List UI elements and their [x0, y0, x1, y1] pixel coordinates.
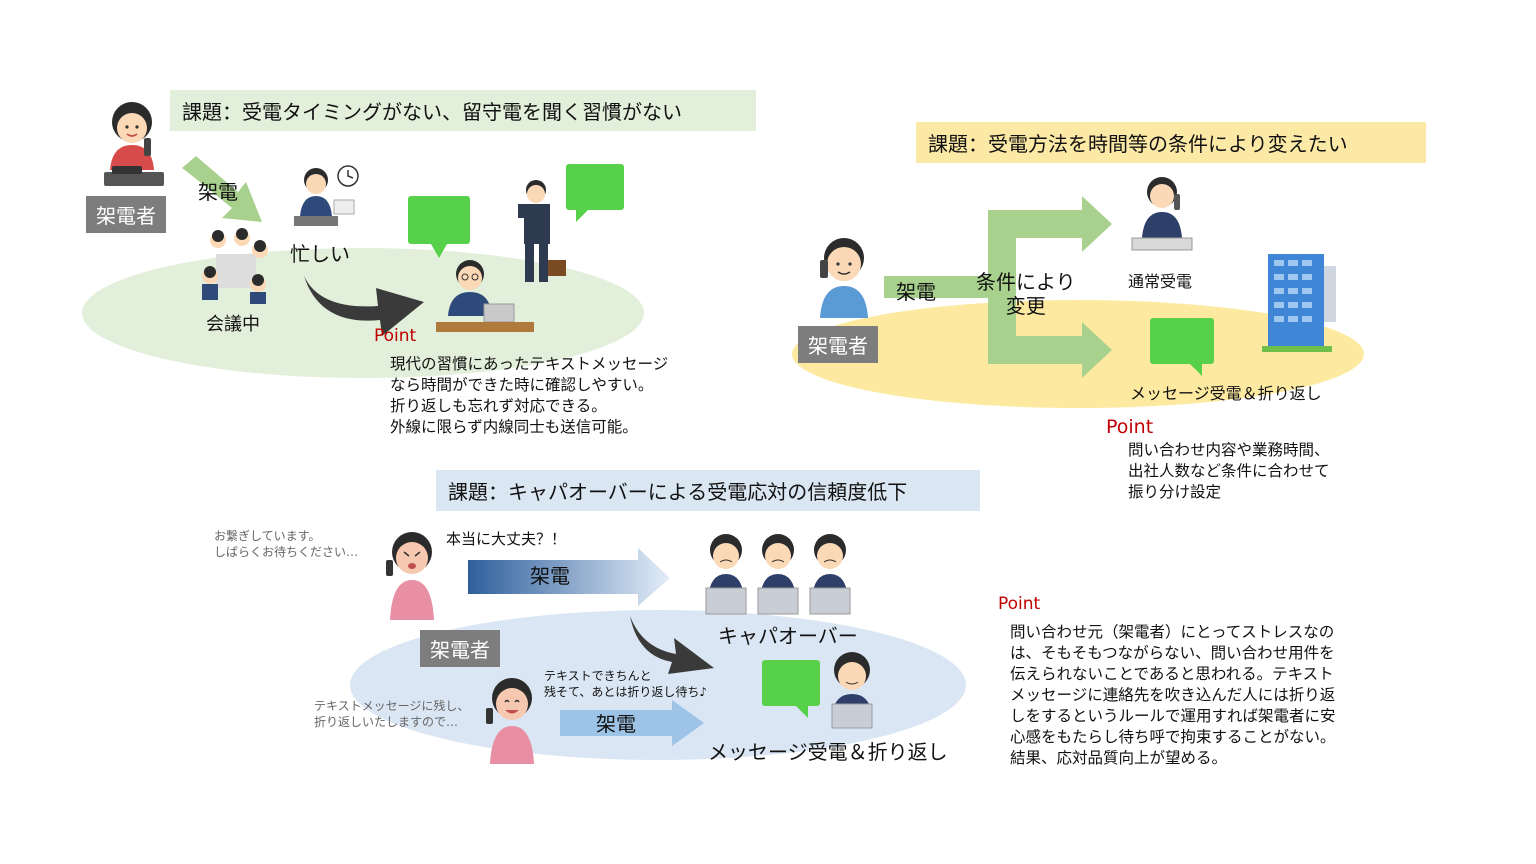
section2-point-text: 問い合わせ内容や業務時間、 出社人数など条件に合わせて 振り分け設定 — [1128, 441, 1330, 501]
receptionist-phone-icon — [1131, 177, 1193, 251]
man-at-laptop-icon — [436, 260, 534, 332]
section2-title: 課題：受電方法を時間等の条件により変えたい — [916, 122, 1426, 163]
curved-arrow-dark-2 — [630, 616, 714, 674]
section3-caller-label: 架電者 — [420, 630, 500, 667]
section3-call-label-top: 架電 — [530, 564, 570, 588]
office-building-icon — [1262, 254, 1336, 352]
section3-title: 課題：キャパオーバーによる受電応対の信頼度低下 — [436, 470, 980, 511]
section2-message-label: メッセージ受電＆折り返し — [1130, 384, 1322, 403]
message-bubble-icon-2 — [566, 164, 624, 222]
message-bubble-icon — [408, 196, 470, 258]
normal-receive-label: 通常受電 — [1128, 272, 1193, 291]
call-arrow-light-blue — [560, 700, 704, 746]
busy-man-icon — [294, 165, 359, 226]
section2-point-label: Point — [1106, 416, 1154, 438]
worried-woman-phone-icon — [386, 532, 434, 620]
caller-woman-phone-icon — [104, 102, 164, 186]
message-bubble-icon-3 — [1150, 318, 1214, 376]
section3-point-text: 問い合わせ元（架電者）にとってストレスなの は、そもそもつながらない、問い合わせ… — [1010, 623, 1336, 767]
section1-title: 課題：受電タイミングがない、留守電を聞く習慣がない — [170, 90, 756, 131]
section3-message-label: メッセージ受電＆折り返し — [708, 740, 948, 764]
message-bubble-icon-4 — [762, 660, 820, 718]
section3-point-label: Point — [998, 594, 1041, 614]
section1-caller-label: 架電者 — [86, 196, 166, 233]
leave-message-text: テキストメッセージに残し、 折り返しいたしますので… — [314, 699, 470, 730]
condition-label: 条件により 変更 — [976, 270, 1076, 318]
call-arrow-gradient — [468, 548, 670, 606]
relief-text: テキストできちんと 残そて、あとは折り返し待ち♪ — [544, 669, 708, 700]
overflow-label: キャパオーバー — [718, 624, 858, 648]
section2-caller-label: 架電者 — [798, 326, 878, 363]
meeting-group-icon — [202, 228, 268, 304]
curved-arrow-dark — [304, 276, 424, 336]
section1-point-label: Point — [374, 326, 417, 346]
section3-call-label-bottom: 架電 — [596, 712, 636, 736]
worried-text: 本当に大丈夫？！ — [446, 530, 567, 548]
call-arrow-green — [182, 156, 262, 222]
waiting-message: お繋ぎしています。 しばらくお待ちください… — [214, 529, 359, 560]
busy-label: 忙しい — [290, 242, 350, 266]
section2-call-label: 架電 — [896, 280, 936, 304]
operator-laptop-icon — [831, 652, 873, 729]
happy-woman-phone-icon — [486, 678, 534, 764]
caller-man-phone-icon — [820, 238, 868, 318]
section1-point-text: 現代の習慣にあったテキストメッセージ なら時間ができた時に確認しやすい。 折り返… — [390, 355, 669, 436]
meeting-label: 会議中 — [206, 314, 260, 335]
section1-call-label: 架電 — [198, 180, 238, 204]
overloaded-operators-icon — [705, 534, 851, 615]
branching-arrow-green — [884, 196, 1112, 378]
standing-businessman-icon — [518, 180, 566, 282]
